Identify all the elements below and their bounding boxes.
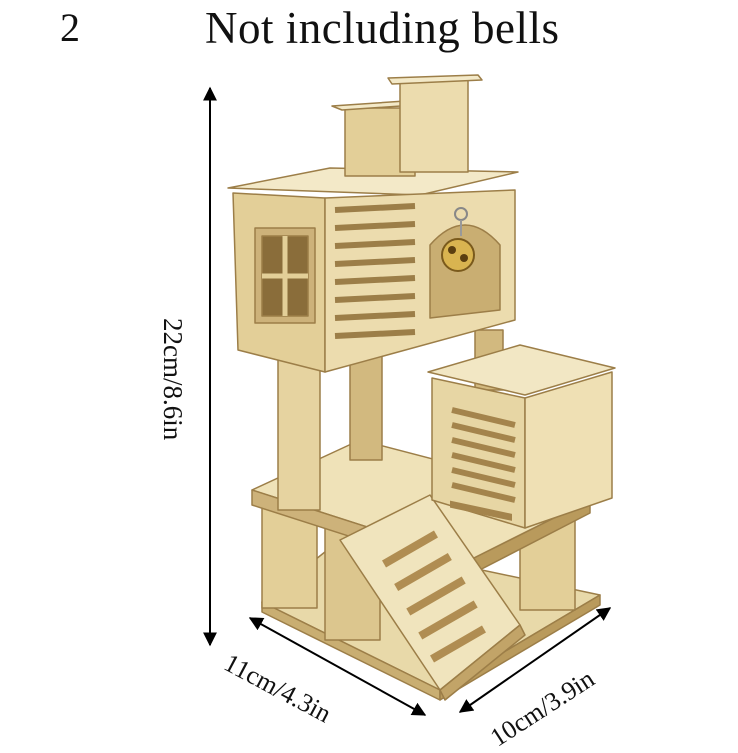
width-arrow bbox=[248, 617, 427, 716]
depth-arrow bbox=[458, 607, 612, 713]
bell-icon bbox=[441, 207, 475, 272]
caption-title: Not including bells bbox=[205, 3, 560, 53]
height-dimension-label: 22cm/8.6in bbox=[158, 318, 188, 441]
variant-number: 2 bbox=[60, 5, 80, 50]
wooden-hamster-house bbox=[227, 74, 616, 701]
